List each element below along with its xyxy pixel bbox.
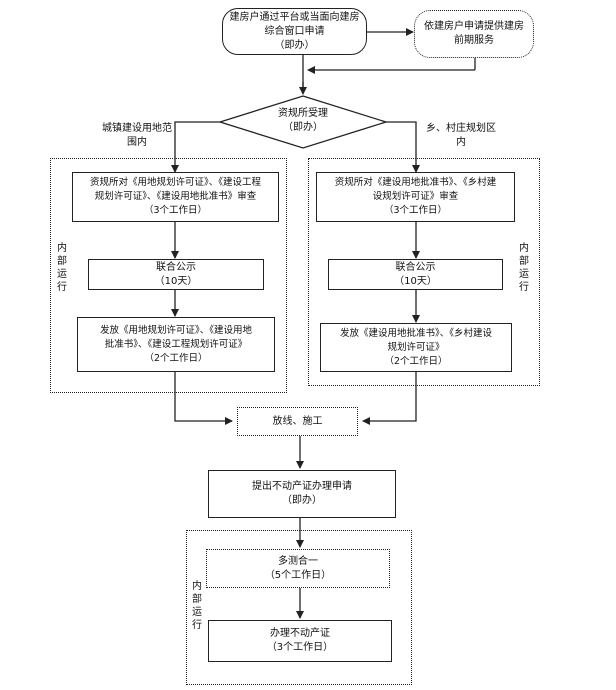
right-internal-char3: 运: [519, 269, 529, 280]
decision-line1: 资规所受理: [278, 108, 328, 119]
left-internal-region: [50, 158, 287, 393]
decision-label: 资规所受理 （即办）: [253, 107, 353, 135]
start-line1: 建房户通过平台或当面向建房: [229, 11, 360, 23]
right-review-line1: 资规所对《建设用地批准书》、《乡村建: [334, 177, 497, 188]
right-issue-line1: 发放《建设用地批准书》、《乡村建设: [339, 327, 492, 339]
decision-diamond: [217, 95, 389, 149]
left-publicity-line1: 联合公示: [156, 261, 196, 273]
branch-left-line1: 城镇建设用地范: [102, 123, 172, 134]
left-review-line2: 规划许可证》、《建设用地批准书》审查: [94, 191, 257, 202]
construction-box: 放线、施工: [237, 407, 358, 436]
right-internal-region: [308, 158, 540, 386]
survey-line2: （5个工作日）: [264, 569, 332, 581]
right-internal-label: 内 部 运 行: [518, 242, 530, 294]
right-review-box: 资规所对《建设用地批准书》、《乡村建 设规划许可证》审查 （3个工作日）: [316, 172, 515, 222]
left-publicity-box: 联合公示 （10天）: [88, 259, 264, 290]
right-publicity-box: 联合公示 （10天）: [328, 259, 503, 290]
right-review-line3: （3个工作日）: [383, 205, 448, 216]
left-internal-char3: 运: [57, 269, 67, 280]
arrow-right-to-construction: [362, 372, 417, 425]
start-application-box: 建房户通过平台或当面向建房 综合窗口申请 （即办）: [222, 8, 367, 55]
construction-label: 放线、施工: [272, 415, 323, 427]
survey-line1: 多测合一: [278, 555, 318, 567]
right-internal-char4: 行: [519, 282, 529, 293]
pre-service-line2: 前期服务: [454, 35, 494, 46]
right-publicity-line1: 联合公示: [395, 261, 436, 273]
survey-box: 多测合一 （5个工作日）: [206, 549, 390, 588]
left-review-line1: 资规所对《用地规划许可证》、《建设工程: [89, 177, 261, 188]
certificate-line2: （3个工作日）: [266, 642, 334, 653]
right-internal-char1: 内: [519, 243, 529, 254]
arrow-decision-right: [386, 121, 420, 173]
pre-service-box: 依建房户申请提供建房 前期服务: [414, 10, 534, 58]
branch-right-line2: 内: [456, 137, 466, 148]
property-apply-line2: （即办）: [282, 495, 322, 506]
bottom-internal-char3: 运: [192, 607, 202, 618]
left-issue-line3: （2个工作日）: [144, 352, 208, 364]
left-internal-label: 内 部 运 行: [56, 242, 68, 294]
right-issue-line2: 规划许可证》: [387, 341, 445, 353]
bottom-internal-char2: 部: [192, 594, 202, 605]
arrow-left-to-construction: [174, 372, 233, 425]
start-line3: （即办）: [274, 39, 315, 51]
arrow-decision-left: [171, 121, 220, 173]
right-issue-box: 发放《建设用地批准书》、《乡村建设 规划许可证》 （2个工作日）: [320, 323, 512, 372]
left-publicity-line2: （10天）: [154, 275, 198, 287]
left-issue-line1: 发放《用地规划许可证》、《建设用地: [99, 324, 252, 336]
pre-service-line1: 依建房户申请提供建房: [424, 21, 524, 32]
left-issue-line2: 批准书》、《建设工程规划许可证》: [104, 338, 248, 350]
certificate-box: 办理不动产证 （3个工作日）: [208, 620, 392, 662]
property-apply-box: 提出不动产证办理申请 （即办）: [208, 470, 396, 518]
branch-right-line1: 乡、村庄规划区: [426, 123, 496, 134]
bottom-internal-char1: 内: [192, 581, 202, 592]
bottom-internal-region: [186, 530, 412, 685]
left-review-box: 资规所对《用地规划许可证》、《建设工程 规划许可证》、《建设用地批准书》审查 （…: [72, 172, 279, 222]
left-internal-char1: 内: [57, 243, 67, 254]
left-review-line3: （3个工作日）: [143, 205, 208, 216]
branch-left-label: 城镇建设用地范 围内: [96, 122, 178, 150]
right-internal-char2: 部: [519, 256, 529, 267]
branch-right-label: 乡、村庄规划区 内: [420, 122, 502, 150]
left-issue-box: 发放《用地规划许可证》、《建设用地 批准书》、《建设工程规划许可证》 （2个工作…: [77, 317, 275, 372]
right-review-line2: 设规划许可证》审查: [372, 191, 459, 202]
certificate-line1: 办理不动产证: [270, 628, 330, 639]
left-internal-char4: 行: [57, 282, 67, 293]
right-publicity-line2: （10天）: [394, 275, 437, 287]
start-line2: 综合窗口申请: [264, 25, 325, 37]
bottom-internal-label: 内 部 运 行: [191, 580, 203, 632]
right-issue-line3: （2个工作日）: [384, 355, 448, 367]
branch-left-line2: 围内: [127, 137, 147, 148]
bottom-internal-char4: 行: [192, 620, 202, 631]
property-apply-line1: 提出不动产证办理申请: [252, 481, 352, 492]
decision-line2: （即办）: [283, 122, 323, 133]
left-internal-char2: 部: [57, 256, 67, 267]
